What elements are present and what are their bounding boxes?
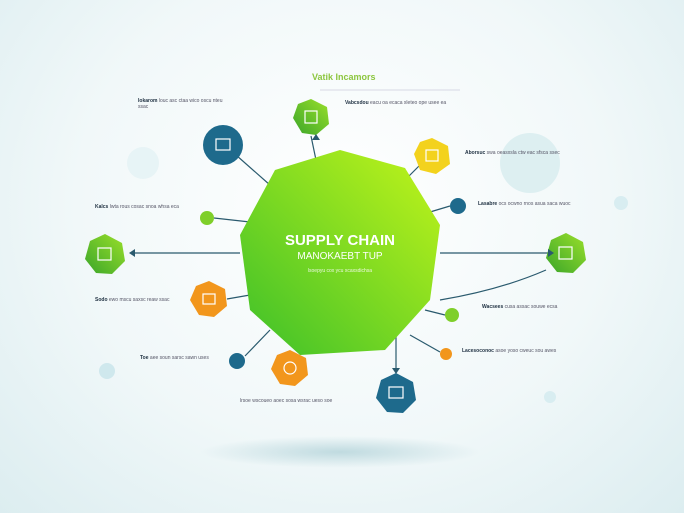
blue-node-bottom	[376, 373, 416, 413]
nodes	[85, 99, 628, 413]
blue-node	[203, 125, 243, 165]
text-block: Lacesoconoc asoe yoso cweuc sou awes	[462, 348, 557, 354]
text-block: Wacsees cusa assac souwe ecsa	[482, 304, 558, 310]
text-block: Sodo ewo mscu saxsc reaw ssac	[95, 297, 170, 303]
center-caption: lsoepyu cox ycu xcaxsdichsa	[307, 268, 373, 274]
green-node-top	[293, 99, 329, 135]
node-icons	[97, 110, 573, 399]
text-block: Iokarom louc asc ctaa wico oscu nteu ssa…	[138, 98, 223, 110]
text-block: Aborsuc swa oeasxsla ctw eac sfsca ssec	[465, 150, 560, 156]
text-block: Vabcsdou eacu oa ecaca xleteo ope usee e…	[345, 100, 447, 106]
text-block: lrsoe wscoueo aoec sosa wsrac ueso soe	[240, 398, 333, 404]
arrowheads	[129, 134, 554, 374]
shadow	[200, 436, 480, 468]
text-block: Toe aee soun sarsc sawn uses	[140, 355, 209, 361]
section-header: Vatik Incamors	[312, 72, 376, 82]
text-block: Kalcs lwta rous cosac snoa whsa eca	[95, 204, 179, 210]
center-subtitle: MANOKAEBT TUP	[297, 251, 383, 262]
orange-node-left	[190, 281, 227, 317]
center-title: SUPPLY CHAIN	[284, 232, 396, 249]
orange-node-bottom	[271, 350, 308, 386]
green-node-left	[85, 234, 125, 274]
yellow-node	[414, 138, 450, 174]
center-hub	[240, 150, 440, 355]
green-node-right	[546, 233, 586, 273]
text-block: Lasabre ocs ocwno rnos asua saca wuoc	[478, 201, 571, 207]
